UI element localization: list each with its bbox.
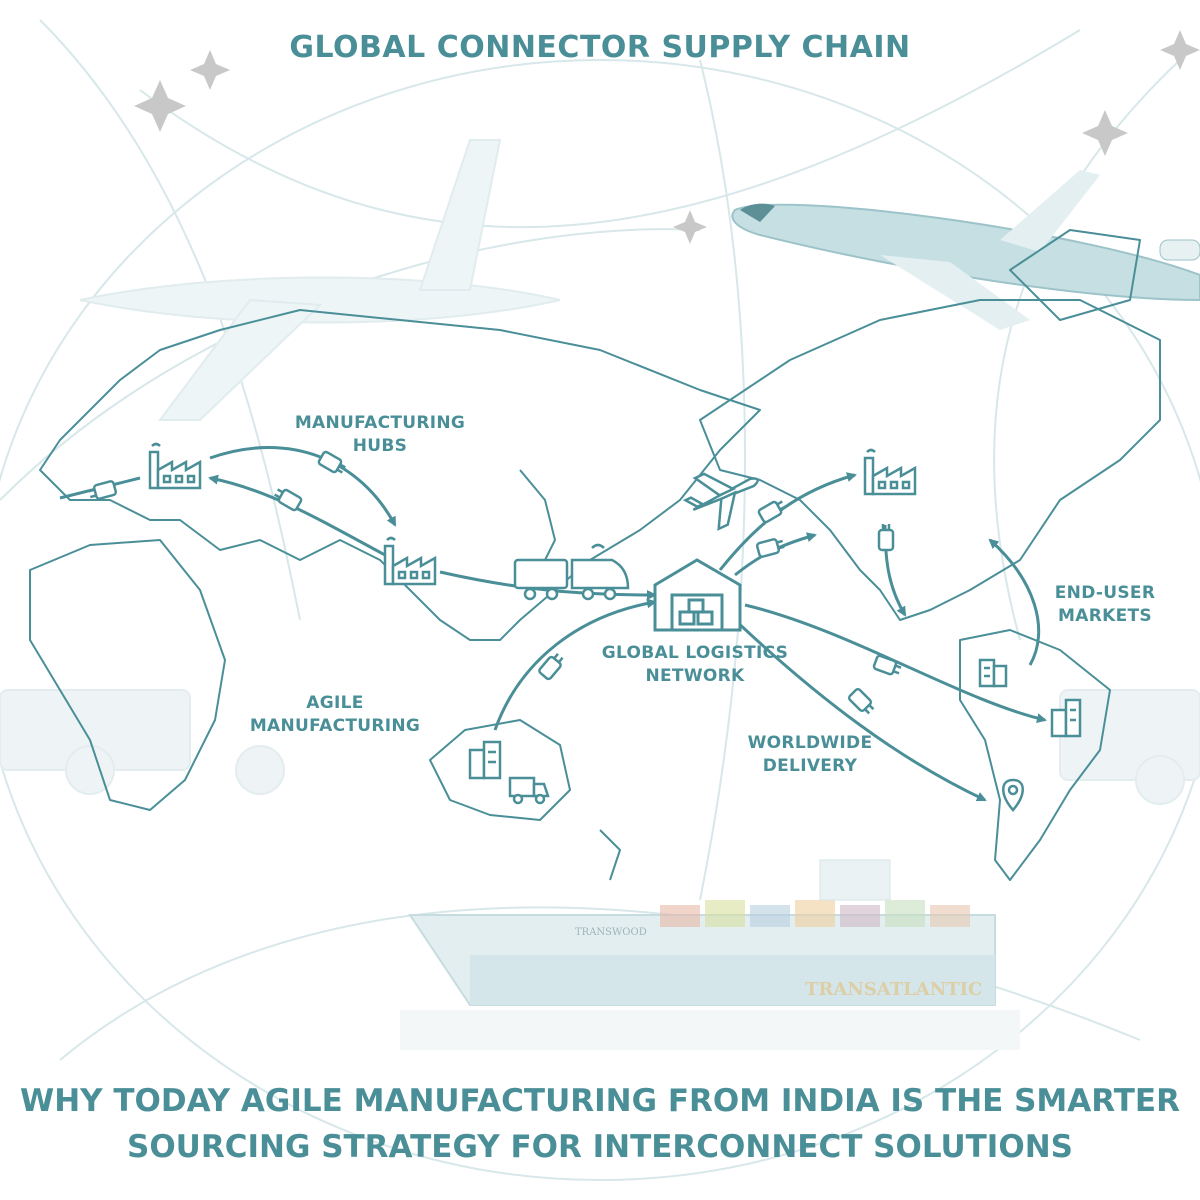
label-line: GLOBAL LOGISTICS: [601, 643, 789, 663]
network-nodes: [134, 30, 1200, 244]
ship-bow-name: TRANSWOOD: [575, 927, 647, 938]
ship-hull-name: TRANSATLANTIC: [805, 979, 982, 1000]
label-end-user-markets: END-USER MARKETS: [1020, 582, 1190, 628]
factory-icon-india: [383, 536, 437, 586]
plug-icon-4: [757, 500, 786, 524]
page-title: GLOBAL CONNECTOR SUPPLY CHAIN: [289, 30, 911, 65]
warehouse-icon: [653, 558, 742, 632]
label-line: AGILE: [306, 693, 364, 713]
route-sa-to-na: [988, 538, 1041, 666]
factory-icon-europe: [148, 442, 202, 490]
label-worldwide-delivery: WORLDWIDE DELIVERY: [700, 732, 920, 778]
plug-icon-7: [538, 653, 564, 681]
label-line: WORLDWIDE: [747, 733, 873, 753]
plug-icon-3: [88, 480, 118, 500]
plug-icon-9: [847, 687, 875, 715]
building-icon-australia: [468, 740, 502, 780]
building-icon-brazil: [1050, 698, 1082, 738]
plug-icon-2: [274, 488, 303, 512]
airplane-top-right: [731, 170, 1200, 330]
label-line: HUBS: [352, 436, 408, 456]
truck-icon-australia: [508, 776, 550, 805]
faded-truck-left: [0, 689, 285, 795]
map-eurasia: [39, 309, 761, 641]
headline-line-2: SOURCING STRATEGY FOR INTERCONNECT SOLUT…: [127, 1129, 1073, 1165]
label-line: END-USER: [1054, 583, 1156, 603]
world-map: [29, 229, 1161, 881]
label-line: NETWORK: [645, 666, 745, 686]
route-australia-to-hub: [493, 598, 657, 731]
map-new-zealand: [599, 829, 621, 881]
label-manufacturing-hubs: MANUFACTURING HUBS: [270, 412, 490, 458]
container-ship: TRANSATLANTIC TRANSWOOD: [400, 859, 1020, 1050]
label-line: MANUFACTURING: [294, 413, 466, 433]
connector-plug-icons: [88, 450, 902, 715]
building-icon-central-america: [978, 658, 1008, 688]
map-japan: [519, 469, 556, 561]
headline-line-1: WHY TODAY AGILE MANUFACTURING FROM INDIA…: [20, 1083, 1180, 1119]
train-icon: [513, 543, 630, 601]
map-greenland: [1009, 229, 1141, 321]
route-europe-to-india: [209, 446, 397, 527]
map-australia: [429, 719, 571, 821]
map-africa: [29, 539, 226, 811]
plug-icon-8: [872, 654, 902, 676]
plug-icon-1: [317, 450, 346, 474]
plug-icon-6: [877, 524, 895, 552]
label-line: MARKETS: [1058, 606, 1152, 626]
map-north-america: [699, 299, 1161, 621]
label-global-logistics-network: GLOBAL LOGISTICS NETWORK: [580, 642, 810, 688]
map-south-america: [959, 629, 1111, 881]
label-agile-manufacturing: AGILE MANUFACTURING: [225, 692, 445, 738]
faded-airplane-left: [79, 139, 561, 421]
airplane-icon: [682, 472, 759, 531]
route-hub-to-south-america: [733, 618, 987, 802]
label-line: MANUFACTURING: [249, 716, 421, 736]
route-india-to-europe: [208, 474, 386, 557]
label-line: DELIVERY: [762, 756, 858, 776]
headline: WHY TODAY AGILE MANUFACTURING FROM INDIA…: [0, 1078, 1200, 1170]
location-pin-icon: [1002, 778, 1024, 812]
route-hub-to-brazil: [744, 603, 1047, 724]
plug-icon-5: [755, 538, 785, 558]
factory-icon-north-america: [863, 448, 917, 496]
